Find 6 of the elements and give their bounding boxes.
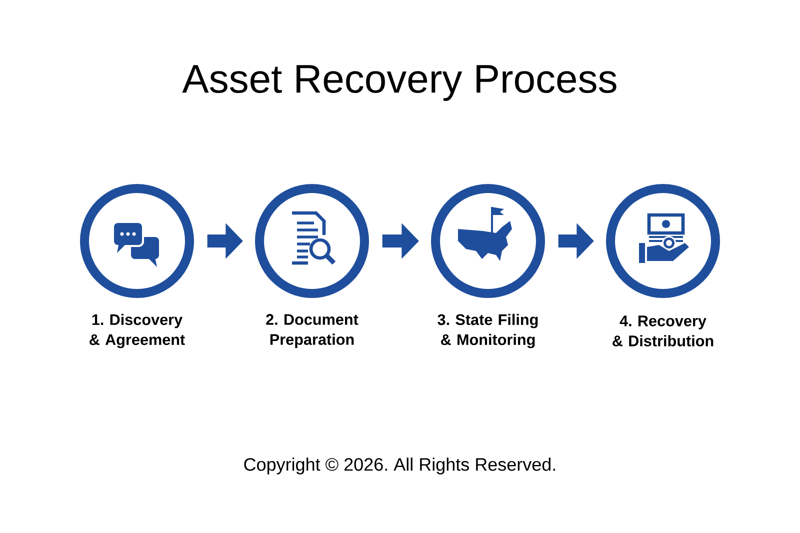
step-label: 4. Recovery & Distribution (612, 316, 714, 346)
title: Asset Recovery Process (182, 65, 616, 101)
step-label: 1. Discovery & Agreement (90, 314, 185, 348)
step-label: 3. State Filing & Monitoring (438, 314, 538, 348)
step-label: 2. Document Preparation (266, 314, 358, 348)
copyright-caption: Copyright © 2026. All Rights Reserved. (244, 458, 556, 474)
